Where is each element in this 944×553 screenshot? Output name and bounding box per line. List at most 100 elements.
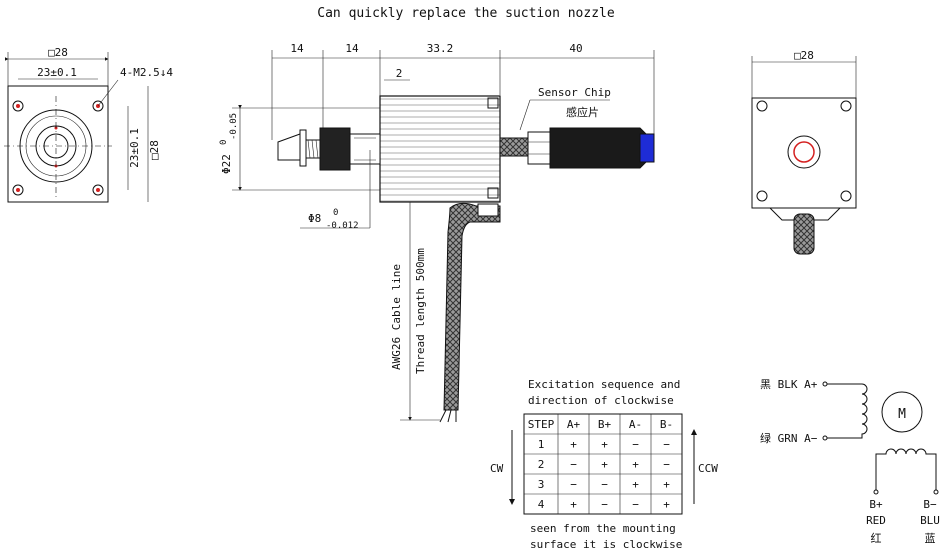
wiring-diagram: 黑 BLK A+ 绿 GRN A− M B+ RED 红 B− BLU 蓝 bbox=[760, 378, 940, 545]
dim-14-a: 14 bbox=[290, 42, 304, 55]
table-cell: − bbox=[632, 498, 639, 511]
wire-b-plus-color: RED bbox=[866, 514, 886, 527]
dim-40: 40 bbox=[569, 42, 582, 55]
table-cell: + bbox=[601, 458, 608, 471]
nozzle-flange bbox=[299, 129, 307, 167]
table-cell: 3 bbox=[538, 478, 545, 491]
table-cell: 4 bbox=[538, 498, 545, 511]
spring-coils bbox=[307, 139, 319, 159]
rear-hole-tl bbox=[756, 100, 768, 112]
hole-leader bbox=[97, 79, 119, 107]
wire-b-plus-cn: 红 bbox=[871, 532, 882, 545]
dim-hole-span-h: 23±0.1 bbox=[37, 66, 77, 79]
table-cell: − bbox=[601, 478, 608, 491]
shaft-neck bbox=[349, 133, 381, 165]
table-cell: + bbox=[632, 478, 639, 491]
term-b-plus bbox=[873, 489, 879, 495]
cable-label: AWG26 Cable line bbox=[390, 264, 403, 370]
dim-hole-span-v: 23±0.1 bbox=[128, 128, 141, 168]
mount-hole-br bbox=[92, 184, 104, 196]
dim-phi8-tol-lower: -0.012 bbox=[326, 221, 359, 231]
table-cell: + bbox=[663, 478, 670, 491]
table-cell: + bbox=[663, 498, 670, 511]
wire-b-minus: B− bbox=[923, 498, 937, 511]
mount-hole-tl bbox=[12, 100, 24, 112]
mount-hole-br-center bbox=[96, 188, 100, 192]
mount-hole-tl-center bbox=[16, 104, 20, 108]
sensor-label-cn: 感应片 bbox=[566, 105, 599, 119]
coil-a bbox=[827, 383, 868, 439]
wire-a-minus: 绿 GRN A− bbox=[760, 431, 818, 445]
sensor-housing bbox=[549, 127, 647, 169]
rear-square-28: □28 bbox=[794, 49, 814, 62]
motor-body bbox=[379, 95, 501, 203]
motor-symbol bbox=[881, 391, 923, 433]
mount-hole-tr bbox=[92, 100, 104, 112]
dim-square-28-v: □28 bbox=[148, 140, 161, 160]
cable-wires bbox=[439, 409, 457, 423]
rear-view: □28 bbox=[751, 49, 857, 255]
table-footer-1: seen from the mounting bbox=[530, 522, 676, 535]
sensor-leader bbox=[519, 99, 531, 131]
shaft-collar bbox=[319, 127, 351, 171]
rear-body-outline bbox=[751, 97, 857, 209]
term-a-minus bbox=[822, 435, 828, 441]
dim-hole-spec: 4-M2.5↓4 bbox=[120, 66, 173, 79]
body-corner-tl bbox=[487, 97, 499, 109]
ccw-label: CCW bbox=[698, 462, 718, 475]
thread-label: Thread length 500mm bbox=[414, 248, 427, 374]
sensor-label-en: Sensor Chip bbox=[538, 86, 611, 99]
table-cell: + bbox=[601, 438, 608, 451]
dim-phi22-tol-upper: 0 bbox=[219, 140, 229, 145]
term-a-plus bbox=[822, 381, 828, 387]
mount-hole-bl-center bbox=[16, 188, 20, 192]
dim-33-2: 33.2 bbox=[427, 42, 454, 55]
table-cell: + bbox=[632, 458, 639, 471]
rear-boss bbox=[787, 135, 821, 169]
table-grid bbox=[524, 414, 682, 514]
body-corner-bl bbox=[487, 187, 499, 199]
dim-14-b: 14 bbox=[345, 42, 359, 55]
table-caption-2: direction of clockwise bbox=[528, 394, 674, 407]
wire-b-minus-cn: 蓝 bbox=[925, 532, 936, 545]
table-header-cell: A+ bbox=[567, 418, 581, 431]
table-cell: − bbox=[632, 438, 639, 451]
dim-phi8: Φ8 bbox=[308, 212, 321, 225]
table-footer-2: surface it is clockwise bbox=[530, 538, 682, 551]
table-header-cell: B- bbox=[660, 418, 673, 431]
page-title: Can quickly replace the suction nozzle bbox=[317, 6, 615, 21]
sequence-table: Excitation sequence and direction of clo… bbox=[490, 378, 718, 551]
sensor-chip bbox=[639, 133, 655, 163]
table-cell: 1 bbox=[538, 438, 545, 451]
cable-braid bbox=[443, 202, 501, 411]
wire-b-plus: B+ bbox=[869, 498, 883, 511]
dim-phi22: Φ22 bbox=[220, 154, 233, 174]
table-frame bbox=[523, 413, 683, 515]
table-cell: + bbox=[570, 438, 577, 451]
motor-symbol-label: M bbox=[898, 407, 906, 422]
table-cell: − bbox=[663, 438, 670, 451]
table-cell: 2 bbox=[538, 458, 545, 471]
dim-2: 2 bbox=[396, 67, 403, 80]
rear-hole-bl bbox=[756, 190, 768, 202]
table-cell: − bbox=[663, 458, 670, 471]
table-cell: + bbox=[570, 498, 577, 511]
term-b-minus bbox=[933, 489, 939, 495]
table-header-cell: B+ bbox=[598, 418, 612, 431]
cable-gland bbox=[477, 203, 499, 217]
wire-a-plus: 黑 BLK A+ bbox=[760, 378, 818, 391]
rear-hole-tr bbox=[840, 100, 852, 112]
table-cell: − bbox=[570, 478, 577, 491]
mount-hole-bl bbox=[12, 184, 24, 196]
dim-phi8-tol-upper: 0 bbox=[333, 208, 338, 218]
front-body-outline bbox=[7, 85, 109, 203]
rear-red-ring bbox=[793, 141, 815, 163]
rear-nut bbox=[527, 131, 551, 165]
table-cell: − bbox=[570, 458, 577, 471]
rear-hole-br bbox=[840, 190, 852, 202]
coil-b bbox=[875, 448, 937, 490]
wire-b-minus-color: BLU bbox=[920, 514, 940, 527]
dim-phi22-tol-lower: -0.05 bbox=[229, 113, 239, 140]
